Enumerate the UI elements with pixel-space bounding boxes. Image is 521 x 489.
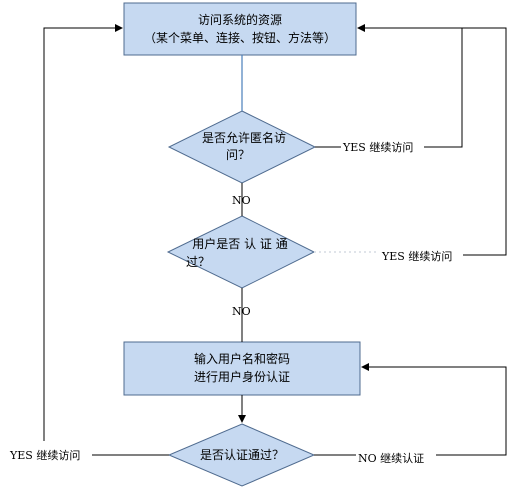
label-no-anonymous: NO [232, 194, 251, 207]
label-yes-continue-authenticated: YES 继续访问 [381, 249, 452, 263]
auth-passed-line1: 是否认证通过？ [200, 448, 284, 462]
label-no-continue-auth: NO 继续认证 [358, 451, 424, 465]
access-resource-line1: 访问系统的资源 [198, 12, 282, 27]
user-authenticated-line1: 用户是否 认 证 通 [192, 236, 287, 251]
allow-anonymous-decision: 是否允许匿名访 问？ [167, 110, 317, 184]
label-no-authenticated: NO [232, 305, 251, 318]
login-process-node: 输入用户名和密码 进行用户身份认证 [123, 341, 361, 396]
connector-anonymous-yes-b [357, 24, 463, 148]
login-line2: 进行用户身份认证 [194, 369, 290, 384]
connector-authenticated-yes [462, 27, 507, 256]
label-yes-continue-auth: YES 继续访问 [9, 448, 80, 462]
user-authenticated-line2: 过？ [186, 255, 210, 269]
login-line1: 输入用户名和密码 [194, 351, 290, 366]
user-authenticated-decision: 用户是否 认 证 通 过？ [166, 215, 316, 289]
access-resource-line2: （某个菜单、连接、按钮、方法等） [144, 30, 336, 45]
allow-anonymous-line1: 是否允许匿名访 [202, 130, 286, 145]
allow-anonymous-line2: 问？ [226, 148, 250, 162]
access-resource-node: 访问系统的资源 （某个菜单、连接、按钮、方法等） [123, 2, 357, 56]
connector-auth-yes-b [43, 24, 123, 441]
label-yes-continue-anonymous: YES 继续访问 [342, 140, 413, 154]
auth-passed-decision: 是否认证通过？ [167, 423, 316, 487]
connector-auth-no-b [361, 363, 507, 456]
